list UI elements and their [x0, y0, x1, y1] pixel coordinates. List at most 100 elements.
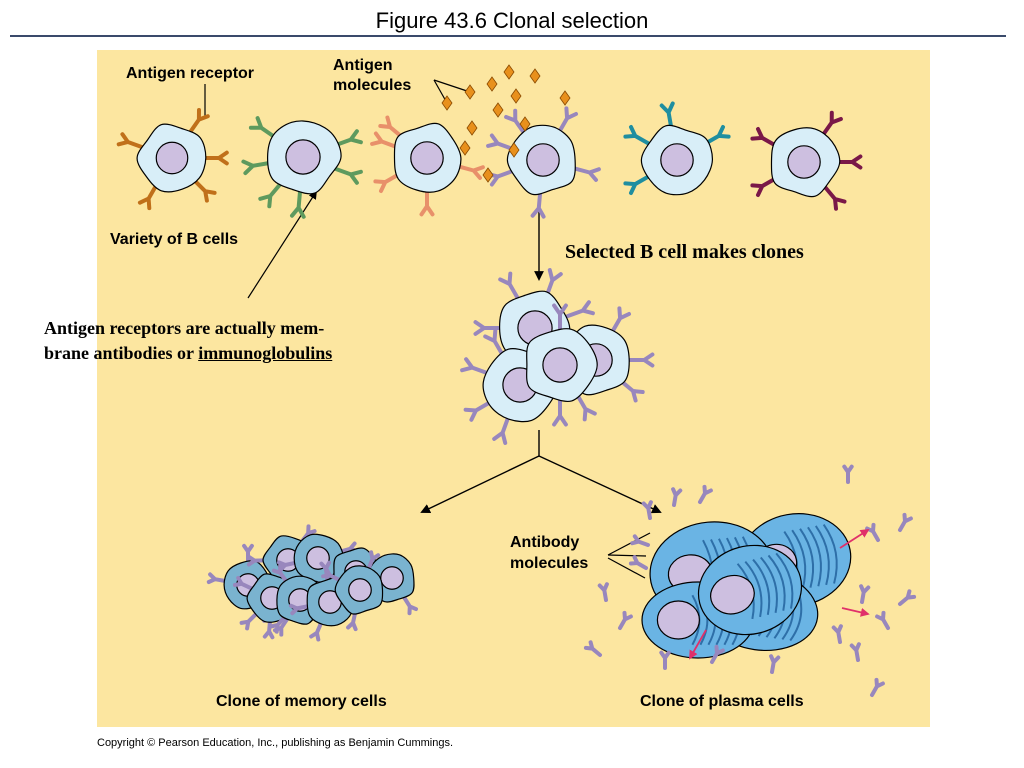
antibody-molecule — [859, 584, 871, 604]
memory-cell-receptor — [262, 618, 275, 640]
memory-cell-receptor — [272, 617, 290, 637]
antigen-molecule — [492, 102, 504, 118]
plasma-er-line — [799, 528, 815, 588]
arrow-to-plasma-cells — [538, 455, 662, 514]
b-cell-selected-receptor — [557, 106, 578, 134]
memory-cell-receptor — [309, 621, 323, 642]
memory-cell-receptor — [366, 550, 381, 571]
memory-cell-receptor — [206, 572, 228, 584]
b-cell-orange-nucleus — [155, 141, 189, 175]
antibody-molecule — [618, 610, 633, 630]
antigen-molecule — [441, 95, 453, 111]
b-cell-salmon-receptor — [457, 164, 485, 180]
clone-cell-receptor — [565, 300, 595, 318]
clone-cell — [526, 303, 598, 427]
clone-cell-receptor — [460, 357, 490, 375]
b-cell-orange-receptor — [202, 150, 229, 166]
antibody-pointer-c — [607, 557, 646, 579]
antigen-molecule — [559, 90, 571, 106]
clone-memory-cells-label: Clone of memory cells — [216, 693, 387, 710]
b-cell-salmon-receptor — [419, 189, 435, 217]
antibody-molecule — [659, 650, 671, 670]
clone-cell-receptor — [545, 268, 563, 298]
antibody-molecule — [875, 610, 890, 630]
b-cell-teal-receptor — [623, 125, 651, 146]
caption-line2: brane antibodies or immunoglobulins — [44, 341, 332, 366]
antigen-molecule — [466, 120, 478, 136]
b-cell-salmon-receptor — [370, 131, 398, 149]
b-cell-green-receptor — [333, 129, 363, 147]
memory-cell-receptor — [288, 603, 310, 616]
selected-b-cell-label: Selected B cell makes clones — [565, 241, 804, 263]
caption-pointer — [247, 190, 317, 299]
plasma-er-line — [744, 560, 763, 618]
antigen-receptor-label: Antigen receptor — [126, 65, 254, 82]
memory-cell-nucleus — [380, 566, 404, 590]
clone-cell-receptor — [610, 306, 631, 334]
b-cell-salmon-receptor — [378, 115, 404, 139]
b-cell-maroon-receptor — [835, 154, 863, 170]
b-cell-orange-receptor — [137, 183, 158, 211]
b-cell-green-receptor — [258, 181, 283, 209]
caption: Antigen receptors are actually mem- bran… — [44, 316, 332, 366]
antibody-molecule — [597, 582, 609, 602]
b-cell-green-receptor — [241, 159, 271, 176]
antibody-pointer-a — [607, 532, 651, 556]
b-cell-orange-receptor — [188, 108, 210, 134]
memory-cell-receptor — [239, 612, 258, 631]
antigen-molecules-pointer-a — [433, 79, 471, 93]
secretion-arrow — [839, 529, 870, 549]
antigen-molecule — [508, 142, 520, 158]
b-cell-green-nucleus — [285, 139, 321, 175]
title-rule — [10, 35, 1006, 37]
b-cell-salmon — [370, 115, 485, 217]
clone-cell-receptor — [627, 352, 655, 368]
antibody-molecule — [870, 677, 885, 697]
plasma-er-line — [775, 552, 794, 609]
secretion-arrow — [841, 607, 870, 617]
b-cell-maroon — [750, 110, 863, 211]
plasma-er-line — [807, 526, 822, 587]
b-cell-teal-receptor — [659, 101, 675, 130]
antigen-molecules-label-line2: molecules — [333, 77, 411, 94]
clone-cell-receptor — [575, 393, 597, 422]
antigen-molecule — [529, 68, 541, 84]
copyright: Copyright © Pearson Education, Inc., pub… — [97, 737, 454, 749]
antibody-molecule — [842, 464, 854, 484]
antigen-molecule — [510, 88, 522, 104]
memory-cell-nucleus — [348, 578, 372, 602]
b-cell-green-receptor — [290, 189, 306, 219]
b-cell-selected — [486, 106, 601, 219]
clone-plasma-cells-label: Clone of plasma cells — [640, 693, 804, 710]
plasma-nucleus — [710, 574, 755, 615]
antibody-molecule — [710, 644, 725, 664]
antigen-molecule — [459, 140, 471, 156]
variety-of-b-cells-label: Variety of B cells — [110, 231, 238, 248]
antibody-molecule — [671, 487, 683, 507]
b-cell-salmon-nucleus — [410, 141, 444, 175]
plasma-er-line — [752, 558, 771, 616]
b-cell-orange-receptor — [116, 132, 144, 149]
plasma-nucleus — [656, 600, 701, 640]
b-cell-selected-receptor — [486, 133, 514, 151]
plasma-cell — [697, 544, 803, 636]
antibody-molecule — [898, 589, 917, 606]
antibody-molecule — [865, 522, 880, 542]
b-cell-orange-receptor — [192, 178, 217, 203]
b-cell-maroon-receptor — [750, 127, 778, 148]
clone-cell-receptor — [552, 303, 568, 332]
memory-cell-receptor — [321, 567, 342, 582]
b-cell-green — [241, 116, 363, 219]
antigen-molecule — [464, 84, 476, 100]
memory-cell — [321, 550, 384, 632]
secretion-arrow — [689, 629, 707, 660]
antibody-pointer-b — [607, 554, 647, 557]
clone-cell-receptor — [498, 271, 520, 300]
antigen-molecule — [482, 167, 494, 183]
antibody-molecules-label-line1: Antibody — [510, 534, 579, 551]
b-cell-salmon-receptor — [373, 172, 401, 193]
b-cell-selected-receptor — [573, 166, 601, 182]
clone-cell-receptor — [483, 328, 505, 357]
memory-cell-receptor — [232, 576, 254, 591]
